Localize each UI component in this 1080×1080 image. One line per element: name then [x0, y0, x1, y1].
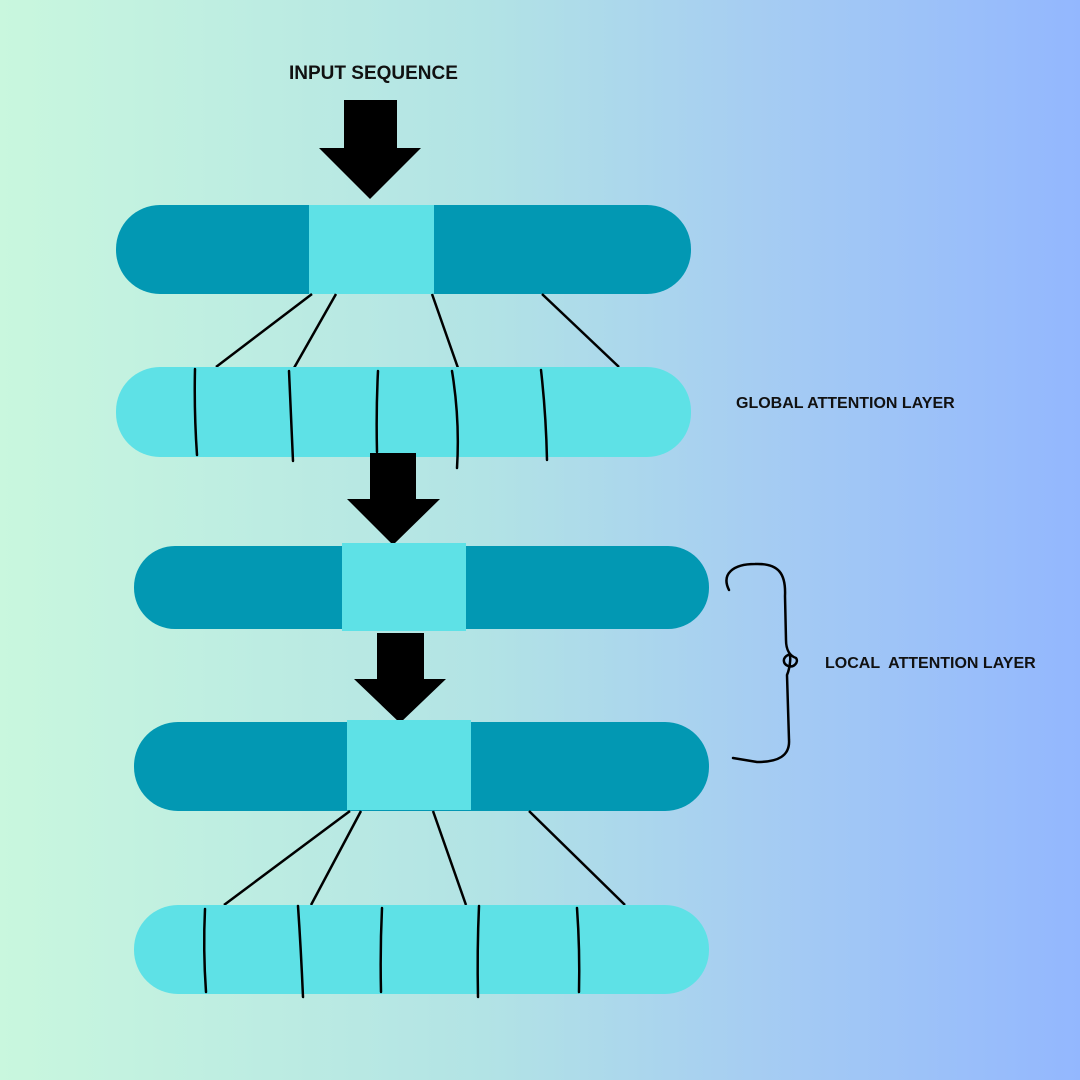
local-connections: [223, 809, 626, 907]
connection-line: [223, 809, 351, 907]
light-bar: [134, 905, 709, 994]
down-arrow-global-to-local: [347, 453, 440, 545]
token-divider: [193, 367, 199, 457]
local-layer-brace-icon: [725, 562, 799, 764]
highlight-token: [309, 205, 434, 294]
token-divider: [375, 369, 380, 454]
connection-line: [528, 810, 626, 906]
local-attention-label: LOCAL ATTENTION LAYER: [825, 655, 1036, 672]
token-divider: [450, 369, 460, 470]
highlight-token: [347, 720, 471, 810]
down-arrow-local: [354, 633, 446, 723]
local-sequence-bar-2: [134, 720, 709, 811]
light-bar: [116, 367, 691, 457]
token-divider: [296, 904, 305, 999]
token-divider: [287, 369, 295, 463]
down-arrow-input: [319, 100, 421, 199]
global-attention-label: GLOBAL ATTENTION LAYER: [736, 395, 955, 412]
highlight-token: [342, 543, 466, 631]
connection-line: [541, 293, 620, 368]
connection-line: [309, 810, 363, 906]
global-sequence-bar: [116, 205, 691, 294]
token-divider: [202, 907, 208, 994]
connection-line: [430, 293, 460, 369]
token-divider: [539, 368, 549, 462]
local-sequence-bar-1: [134, 543, 709, 631]
connection-line: [292, 293, 338, 369]
token-divider: [575, 906, 581, 994]
token-divider: [476, 904, 481, 999]
input-sequence-label: INPUT SEQUENCE: [289, 63, 458, 84]
connection-line: [431, 810, 468, 906]
global-connections: [215, 293, 620, 369]
global-token-bar: [116, 367, 691, 470]
connection-line: [215, 293, 313, 368]
token-divider: [379, 906, 384, 994]
local-token-bar: [134, 904, 709, 999]
